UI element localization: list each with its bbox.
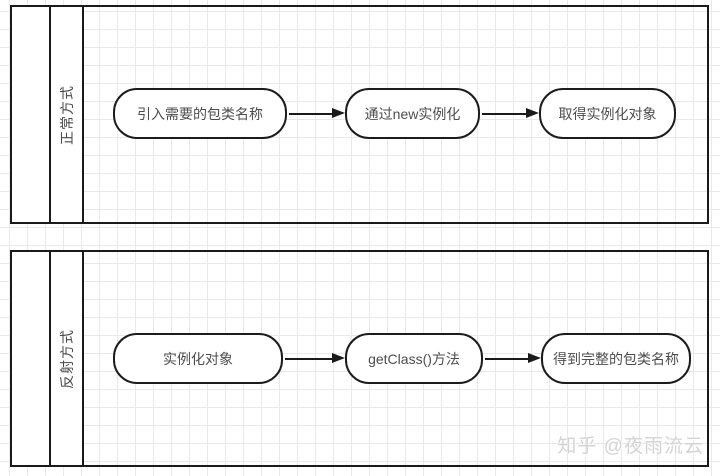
lane-label-reflection: 反射方式 [58,328,75,389]
swimlane-pool-reflection: 反射方式 [10,250,709,467]
pool-title-strip [12,7,51,222]
swimlane-pool-normal: 正常方式 [10,5,709,224]
flow-node-get-instance-object: 取得实例化对象 [539,88,676,139]
connector-arrow-icon [285,353,345,363]
flow-node-new-instantiate: 通过new实例化 [345,88,480,139]
connector-arrow-icon [482,108,539,118]
flow-node-getclass-method: getClass()方法 [345,333,483,384]
connector-arrow-icon [485,353,541,363]
connector-arrow-icon [289,108,345,118]
watermark: 知乎 @夜雨流云 [557,436,704,457]
lane-title-strip-reflection: 反射方式 [51,252,84,465]
pool-title-strip [12,252,51,465]
lane-label-normal: 正常方式 [58,84,75,145]
flow-node-instance-object: 实例化对象 [113,333,283,384]
lane-title-strip-normal: 正常方式 [51,7,84,222]
flow-node-import-package: 引入需要的包类名称 [113,88,287,139]
flow-node-full-package-name: 得到完整的包类名称 [541,333,691,384]
